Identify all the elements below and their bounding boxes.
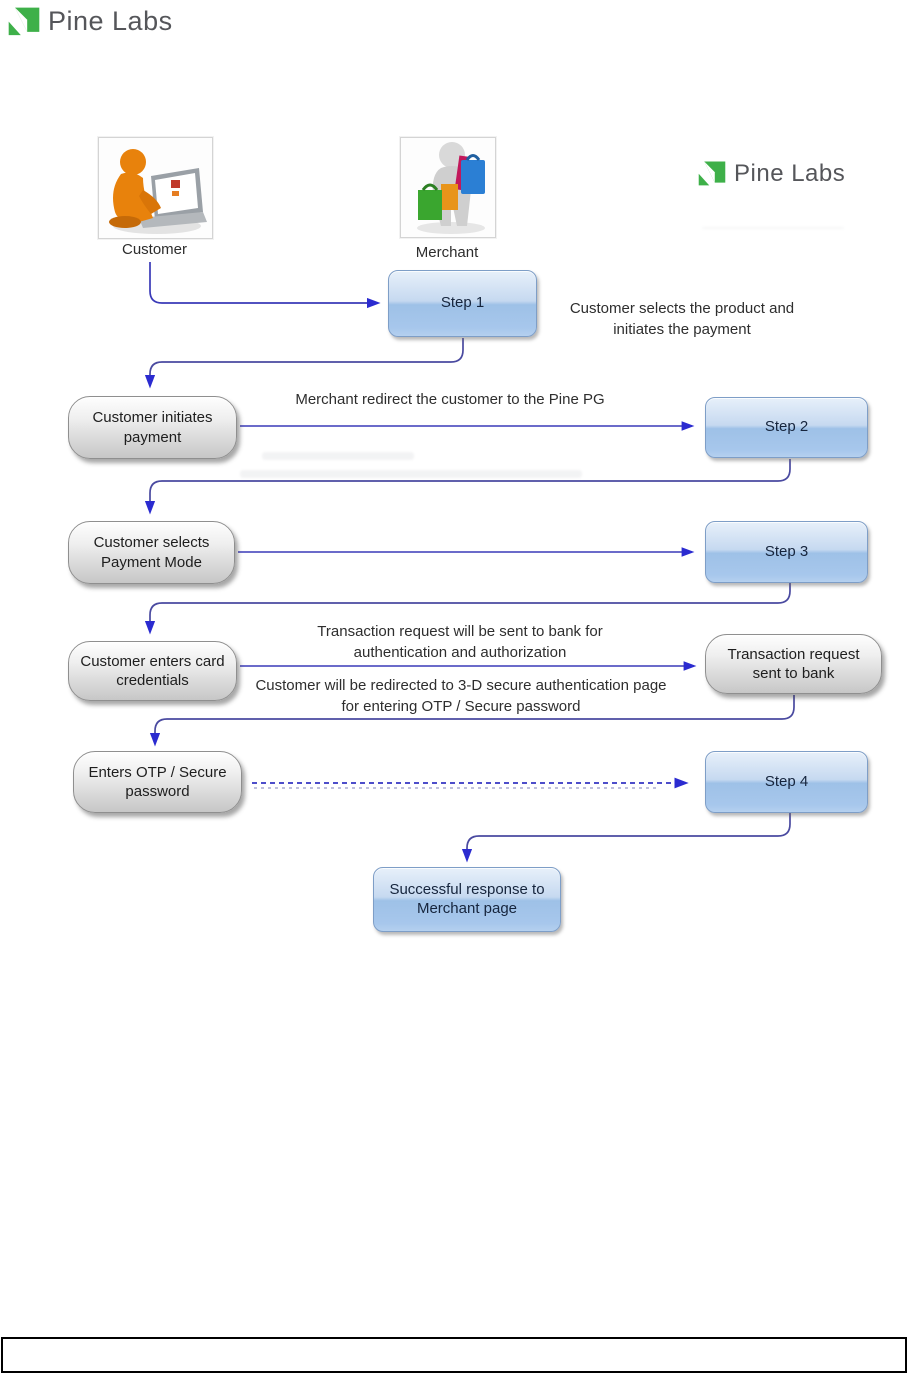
node-initiates-payment-label: Customer initiates payment	[92, 409, 213, 446]
customer-figure-illustration	[109, 149, 207, 234]
diagram-pine-labs-logo-icon	[698, 161, 726, 186]
annotation-redirect-note: Merchant redirect the customer to the Pi…	[295, 391, 605, 408]
connector-step4-to-success	[461, 813, 791, 863]
node-step2-label: Step 2	[764, 418, 809, 436]
merchant-label: Merchant	[415, 244, 479, 261]
node-step1: Step 1	[388, 270, 537, 337]
header-logo-text: Pine Labs	[48, 6, 173, 36]
node-enters-card: Customer enters card credentials	[68, 641, 237, 701]
footer-box	[1, 1337, 907, 1373]
node-success-label: Successful response to Merchant page	[389, 880, 545, 917]
customer-label: Customer	[121, 241, 188, 258]
node-step2: Step 2	[705, 397, 868, 458]
header-logo: Pine Labs	[8, 6, 173, 37]
ghost-text-line	[262, 452, 414, 460]
annotation-bank-note: Transaction request will be sent to bank…	[317, 623, 603, 661]
diagram-logo-underline	[702, 227, 844, 229]
diagram-logo: Pine Labs	[698, 160, 845, 188]
merchant-image-frame	[400, 137, 496, 238]
node-selects-mode-label: Customer selects Payment Mode	[93, 534, 210, 571]
node-enters-otp: Enters OTP / Secure password	[73, 751, 242, 813]
node-initiates-payment: Customer initiates payment	[68, 396, 237, 459]
node-selects-mode: Customer selects Payment Mode	[68, 521, 235, 584]
ghost-text-line	[240, 470, 582, 478]
node-step1-label: Step 1	[440, 294, 485, 312]
node-txn-to-bank: Transaction request sent to bank	[705, 634, 882, 694]
node-step4-label: Step 4	[764, 772, 809, 790]
connector-step2-to-selects	[144, 459, 791, 515]
annotation-secure-note: Customer will be redirected to 3-D secur…	[255, 677, 667, 715]
node-enters-otp-label: Enters OTP / Secure password	[88, 763, 227, 801]
node-step3: Step 3	[705, 521, 868, 583]
node-success: Successful response to Merchant page	[373, 867, 561, 932]
connector-customer-to-step1	[149, 262, 381, 309]
node-step4: Step 4	[705, 751, 868, 813]
customer-image-frame	[98, 137, 213, 239]
pine-labs-logo-icon	[8, 7, 40, 35]
annotation-step1-note: Customer selects the product and initiat…	[569, 300, 795, 338]
node-enters-card-label: Customer enters card credentials	[80, 652, 225, 690]
node-step3-label: Step 3	[764, 542, 809, 560]
diagram-logo-text: Pine Labs	[734, 160, 846, 187]
connector-step1-to-initiates	[144, 338, 464, 389]
merchant-figure-illustration	[417, 142, 485, 234]
node-txn-to-bank-label: Transaction request sent to bank	[727, 645, 860, 683]
